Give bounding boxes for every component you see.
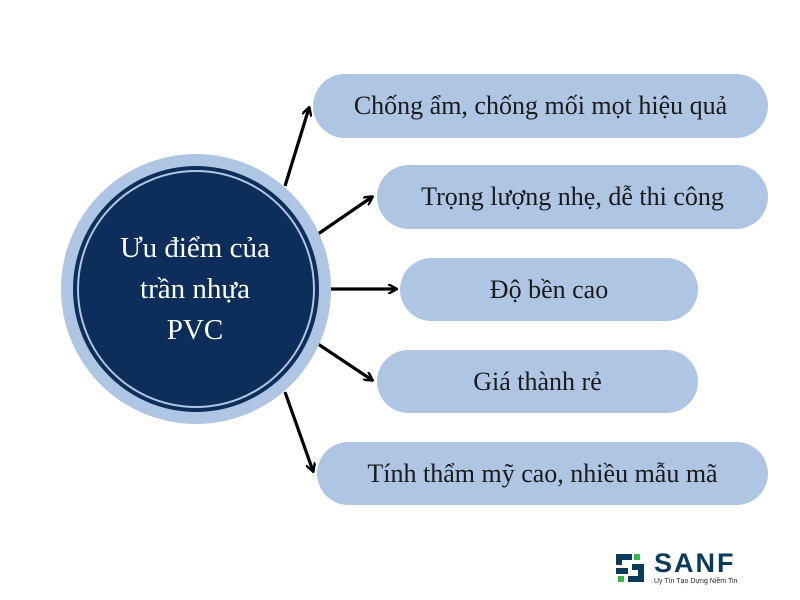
benefit-low-price: Giá thành rẻ [377,350,698,413]
center-title-line-2: trần nhựa [140,273,250,305]
benefit-aesthetics: Tính thẩm mỹ cao, nhiều mẫu mã [317,442,768,505]
arrow-5 [283,391,313,471]
benefit-lightweight: Trọng lượng nhẹ, dễ thi công [377,165,768,229]
center-title-line-1: Ưu điểm của [120,232,270,264]
sanf-logo: SANF Uy Tín Tạo Dựng Niềm Tin [612,548,772,588]
sanf-logo-icon [616,554,644,582]
arrow-2 [317,197,372,236]
center-title-line-3: PVC [166,314,224,346]
logo-tagline: Uy Tín Tạo Dựng Niềm Tin [654,578,738,585]
benefit-durability: Độ bền cao [400,258,698,321]
benefit-moisture-termite: Chống ẩm, chống mối mọt hiệu quả [313,74,768,138]
center-inner-ring [77,170,315,408]
center-circle [73,166,319,412]
arrow-4 [317,342,372,380]
center-title: Ưu điểm của trần nhựa PVC [95,228,295,351]
arrow-1 [283,108,309,187]
logo-wordmark: SANF [654,548,736,578]
